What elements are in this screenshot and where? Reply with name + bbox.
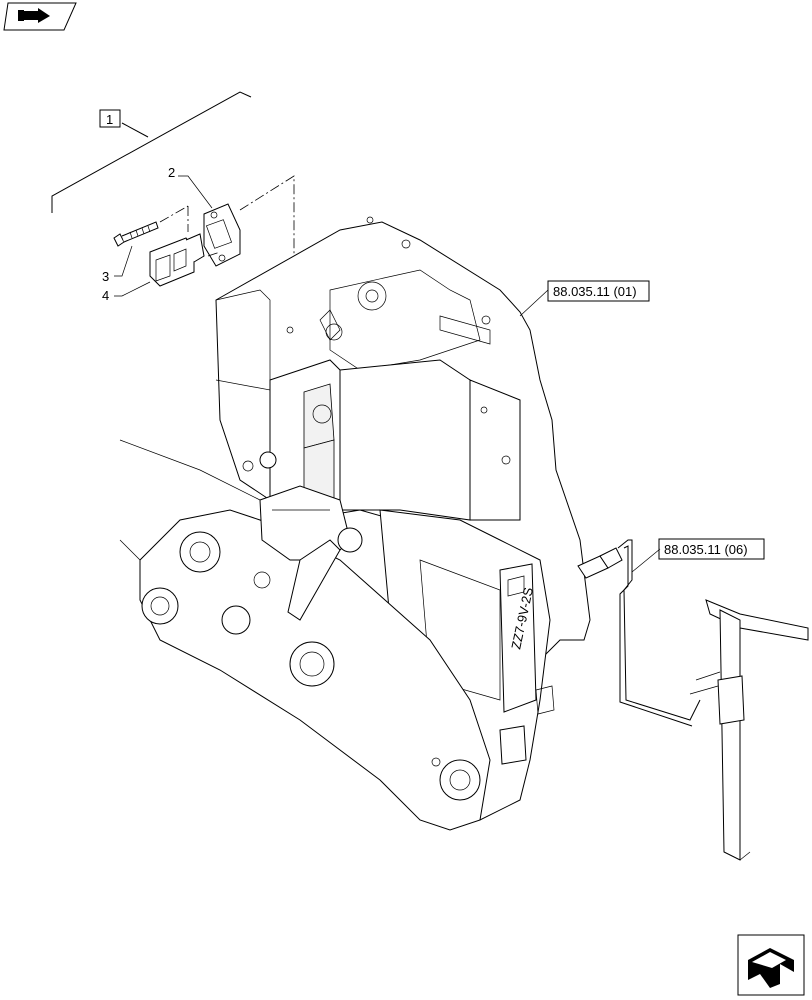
reference-06-label[interactable]: 88.035.11 (06): [664, 542, 748, 557]
callout-3: 3: [102, 245, 133, 284]
callout-4: 4: [102, 281, 151, 303]
next-page-arrow-icon[interactable]: [737, 934, 805, 996]
book-arrow-icon[interactable]: [3, 2, 77, 31]
callout-1-label: 1: [106, 112, 113, 127]
reference-06[interactable]: 88.035.11 (06): [631, 538, 765, 573]
callout-2-label: 2: [168, 165, 175, 180]
reference-01[interactable]: 88.035.11 (01): [519, 280, 650, 317]
reference-01-label[interactable]: 88.035.11 (01): [553, 284, 637, 299]
callout-2: 2: [168, 165, 213, 209]
right-bracket: [689, 599, 809, 861]
callout-3-label: 3: [102, 269, 109, 284]
main-casting: [119, 216, 591, 831]
mounting-plate-part: [203, 203, 241, 267]
bolt-part: [113, 221, 159, 247]
group-bracket: 1: [51, 91, 252, 213]
wiring-harness: [577, 539, 701, 727]
callout-1-box: [99, 109, 121, 128]
callout-4-label: 4: [102, 288, 109, 303]
switch-part: [149, 233, 205, 287]
